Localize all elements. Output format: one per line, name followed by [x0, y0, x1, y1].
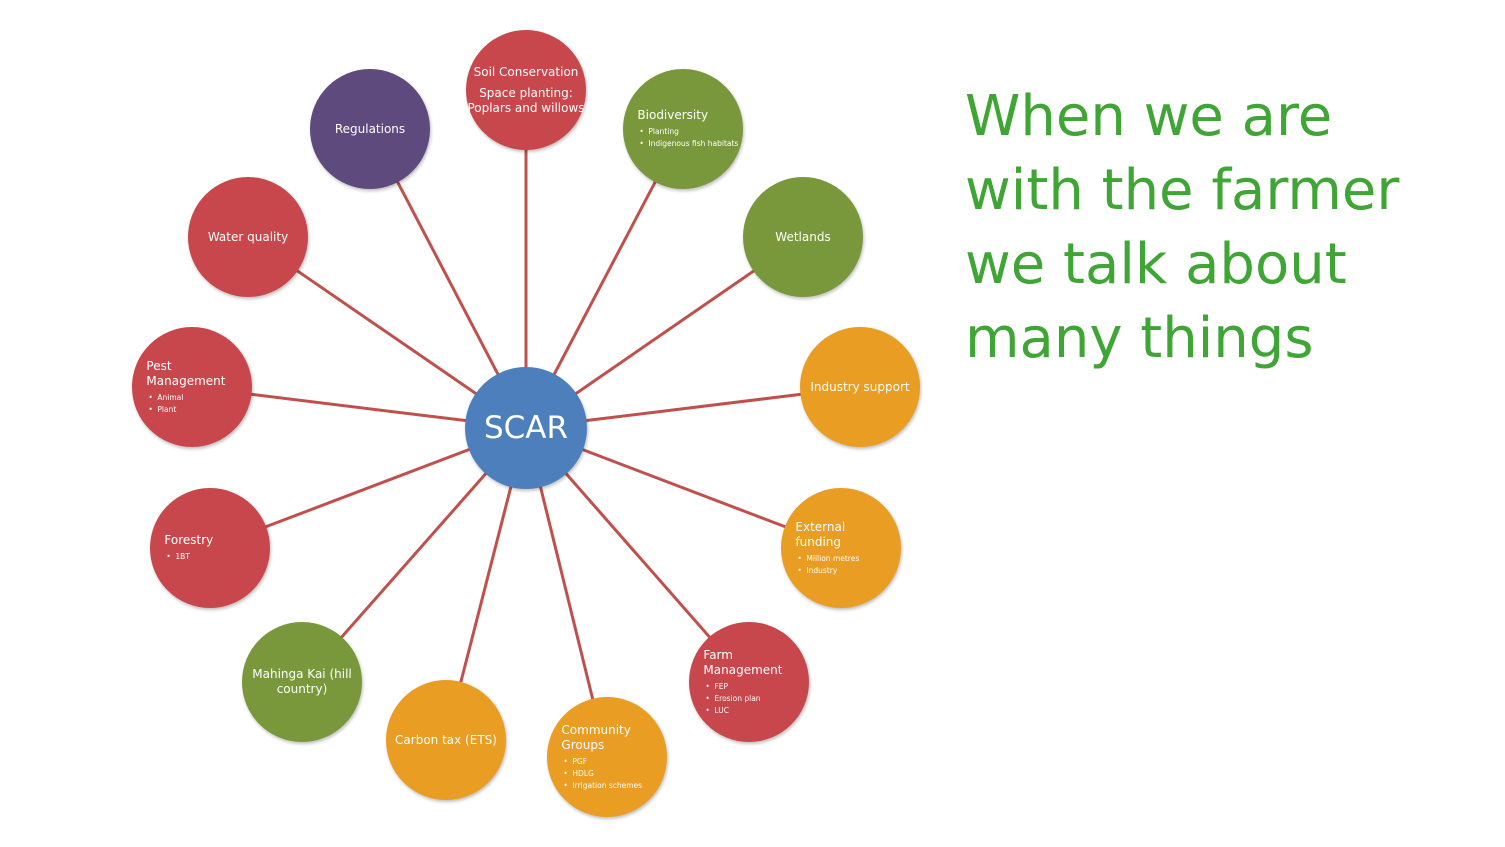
spoke-biodiversity: [552, 179, 658, 377]
node-text: Carbon tax (ETS): [395, 733, 497, 748]
node-title: Industry support: [810, 379, 910, 394]
node-biodiversity: BiodiversityPlantingIndigenous fish habi…: [623, 69, 743, 189]
node-bullet: Industry: [797, 565, 886, 577]
node-title: Wetlands: [775, 229, 831, 244]
node-title: Farm Management: [703, 647, 783, 677]
node-title: Community Groups: [561, 722, 631, 752]
node-title: Forestry: [164, 533, 214, 547]
spoke-wetlands: [573, 268, 757, 396]
node-text: Farm ManagementFEPErosion planLUC: [703, 648, 794, 717]
headline-line: When we are: [965, 84, 1333, 149]
node-text: Community GroupsPGFHDLGIrrigation scheme…: [561, 723, 652, 792]
headline: When we are with the farmer we talk abou…: [965, 80, 1485, 376]
node-bullet: Irrigation schemes: [563, 780, 652, 792]
node-water-quality: Water quality: [188, 177, 308, 297]
node-title: Biodiversity: [637, 108, 709, 122]
node-text: Mahinga Kai (hill country): [242, 667, 362, 697]
node-bullet: HDLG: [563, 768, 652, 780]
headline-line: we talk about: [965, 232, 1347, 297]
node-industry-support: Industry support: [800, 327, 920, 447]
node-bullet: Animal: [148, 392, 237, 404]
node-bullet-list: FEPErosion planLUC: [703, 681, 794, 717]
node-title: Water quality: [207, 229, 289, 244]
node-text: Forestry 1BT: [164, 533, 255, 563]
spoke-industry-support: [584, 392, 803, 423]
node-title: Soil Conservation: [473, 64, 579, 79]
node-bullet: FEP: [705, 681, 794, 693]
center-label: SCAR: [483, 410, 569, 446]
spoke-regulations: [395, 179, 501, 377]
spoke-mahinga-kai: [339, 471, 489, 640]
node-text: Industry support: [810, 380, 909, 395]
node-pest-management: Pest ManagementAnimalPlant: [132, 327, 252, 447]
node-bullet-list: 1BT: [164, 551, 255, 563]
node-farm-management: Farm ManagementFEPErosion planLUC: [689, 622, 809, 742]
node-text: Wetlands: [775, 230, 830, 245]
spoke-external-funding: [580, 447, 788, 529]
node-title: External funding: [795, 519, 846, 549]
node-wetlands: Wetlands: [743, 177, 863, 297]
node-text: Water quality: [208, 230, 288, 245]
node-forestry: Forestry 1BT: [150, 488, 270, 608]
node-bullet-list: Million metresIndustry: [795, 553, 886, 577]
node-title: Pest Management: [146, 358, 226, 388]
node-carbon-tax: Carbon tax (ETS): [386, 680, 506, 800]
node-bullet: PGF: [563, 756, 652, 768]
node-subtitle: Space planting: Poplars and willows: [467, 85, 585, 115]
node-title: Carbon tax (ETS): [395, 732, 497, 747]
node-bullet: Indigenous fish habitats: [639, 138, 738, 150]
node-bullet: Million metres: [797, 553, 886, 565]
center-node-scar: SCAR: [465, 367, 587, 489]
node-bullet: Plant: [148, 404, 237, 416]
spoke-forestry: [263, 447, 472, 529]
node-text: Regulations: [335, 122, 405, 137]
headline-line: many things: [965, 306, 1314, 371]
node-community-groups: Community GroupsPGFHDLGIrrigation scheme…: [547, 697, 667, 817]
node-bullet: Planting: [639, 126, 728, 138]
node-bullet: 1BT: [166, 551, 255, 563]
node-regulations: Regulations: [310, 69, 430, 189]
node-text: Pest ManagementAnimalPlant: [146, 359, 237, 416]
node-mahinga-kai: Mahinga Kai (hill country): [242, 622, 362, 742]
node-bullet-list: PGFHDLGIrrigation schemes: [561, 756, 652, 792]
spoke-water-quality: [294, 268, 479, 396]
node-external-funding: External fundingMillion metresIndustry: [781, 488, 901, 608]
node-bullet-list: AnimalPlant: [146, 392, 237, 416]
spoke-community-groups: [538, 484, 595, 702]
headline-line: with the farmer: [965, 158, 1400, 223]
spoke-pest-management: [249, 392, 468, 423]
node-bullet: Erosion plan: [705, 693, 794, 705]
spoke-farm-management: [563, 471, 712, 640]
node-title: Regulations: [334, 121, 406, 136]
spoke-carbon-tax: [458, 484, 513, 685]
node-bullet: LUC: [705, 705, 794, 717]
node-title: Mahinga Kai (hill country): [252, 667, 352, 696]
node-bullet-list: PlantingIndigenous fish habitats: [637, 126, 738, 150]
node-text: External fundingMillion metresIndustry: [795, 520, 886, 577]
node-text: BiodiversityPlantingIndigenous fish habi…: [637, 108, 738, 150]
